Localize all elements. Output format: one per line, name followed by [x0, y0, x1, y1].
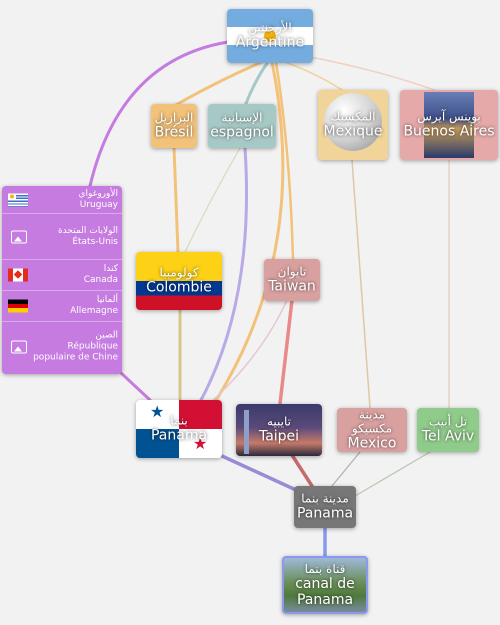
- edge-argentine-buenos-aires: [299, 54, 441, 93]
- edge-taiwan-panama: [199, 299, 288, 413]
- list-item-ar: الصين: [95, 330, 118, 341]
- node-label-ar: مدينة بنما: [301, 491, 349, 506]
- list-item-fr: Uruguay: [79, 199, 118, 210]
- node-label-ar: الإسبانية: [221, 110, 263, 125]
- edge-argentine-taiwan: [274, 60, 295, 262]
- node-panama[interactable]: ★ ★ بنما Panama: [136, 400, 222, 458]
- germany-flag-icon: [8, 299, 28, 313]
- node-label-fr: Mexico: [347, 435, 397, 452]
- node-label-ar: المكسيك: [330, 109, 376, 124]
- node-tel-aviv[interactable]: تل أبيب Tel Aviv: [417, 408, 479, 452]
- edge-taipei-panama-city: [290, 453, 314, 488]
- uruguay-flag-icon: [8, 193, 28, 206]
- node-taiwan[interactable]: تايوان Taiwan: [264, 259, 320, 301]
- edge-tel-aviv-panama-city: [354, 451, 431, 497]
- globe-icon: [324, 93, 382, 151]
- node-panama-city[interactable]: مدينة بنما Panama: [294, 486, 356, 528]
- list-item[interactable]: ألمانيا Allemagne: [2, 291, 122, 322]
- canada-flag-icon: [8, 268, 28, 282]
- edge-argentine-list: [88, 40, 230, 188]
- edge-espagnol-panama: [198, 146, 249, 404]
- list-item-ar: الأوروغواي: [78, 188, 118, 199]
- tower-icon: [244, 410, 249, 454]
- image-icon: [11, 340, 27, 354]
- node-mexique[interactable]: المكسيك Mexique: [318, 90, 388, 160]
- edge-argentine-bresil: [172, 60, 264, 108]
- sun-emblem-icon: [264, 30, 276, 42]
- node-colombie[interactable]: كولومبيا Colombie: [136, 252, 222, 310]
- edge-bresil-colombie: [172, 146, 180, 254]
- node-label-fr: Panama: [150, 427, 208, 444]
- node-label-ar: مدينة مكسيكو: [351, 408, 393, 436]
- node-label-ar: كولومبيا: [159, 265, 199, 280]
- node-label-fr: Mexique: [323, 123, 383, 140]
- edge-argentine-panama: [213, 60, 285, 404]
- list-item-ar: الولايات المتحدة: [57, 225, 118, 236]
- node-taipei[interactable]: تايبيه Taipei: [236, 404, 322, 456]
- node-label-ar: بنما: [170, 413, 188, 428]
- edge-mexique-mexico: [351, 159, 371, 409]
- edge-espagnol-colombie: [184, 147, 241, 253]
- node-label-fr: Buenos Aires: [403, 123, 495, 140]
- node-buenos-aires[interactable]: بوينس آيرس Buenos Aires: [400, 90, 498, 160]
- list-item-fr: Canada: [83, 275, 118, 285]
- node-label-fr: Tel Aviv: [421, 428, 475, 445]
- node-argentine[interactable]: الأرجنتين Argentine: [227, 9, 313, 63]
- node-label-ar: قناة بنما: [304, 562, 346, 576]
- node-label-ar: البرازيل: [154, 110, 194, 125]
- node-mexico[interactable]: مدينة مكسيكو Mexico: [337, 408, 407, 452]
- edge-argentine-espagnol: [243, 60, 270, 108]
- list-item[interactable]: الأوروغواي Uruguay: [2, 186, 122, 214]
- node-label-fr: Colombie: [146, 279, 212, 296]
- node-label-fr: Taiwan: [268, 278, 316, 295]
- panama-flag-icon: ★ ★: [136, 400, 222, 458]
- edge-panama-panama-city: [220, 454, 298, 492]
- list-item[interactable]: الولايات المتحدة États-Unis: [2, 214, 122, 260]
- edge-mexico-panama-city: [331, 451, 361, 487]
- node-canal-de-panama[interactable]: قناة بنما canal de Panama: [282, 556, 368, 614]
- node-label-fr: Panama: [296, 505, 354, 522]
- list-item-fr: Allemagne: [70, 306, 118, 316]
- list-item-fr: République populaire de Chine: [33, 341, 118, 363]
- node-bresil[interactable]: البرازيل Brésil: [151, 104, 197, 148]
- image-icon: [11, 230, 27, 243]
- node-label-fr: Taipei: [258, 428, 300, 445]
- list-item-ar: ألمانيا: [96, 295, 118, 305]
- edge-taiwan-taipei: [278, 298, 294, 406]
- node-label-fr: Argentine: [235, 34, 305, 51]
- node-espagnol[interactable]: الإسبانية espagnol: [208, 104, 276, 148]
- node-label-ar: الأرجنتين: [248, 20, 292, 35]
- list-item-fr: États-Unis: [72, 236, 118, 247]
- edge-list-panama: [118, 370, 152, 402]
- node-label-fr: Brésil: [154, 124, 194, 141]
- node-label-fr: espagnol: [210, 124, 274, 141]
- node-label-fr: canal de Panama: [295, 576, 355, 608]
- node-label-ar: تل أبيب: [428, 414, 468, 429]
- list-item[interactable]: كندا Canada: [2, 260, 122, 291]
- node-label-ar: تايوان: [277, 264, 307, 279]
- list-item[interactable]: الصين République populaire de Chine: [2, 322, 122, 372]
- node-label-ar: بوينس آيرس: [417, 109, 481, 124]
- list-item-ar: كندا: [103, 264, 118, 274]
- edge-argentine-mexique: [284, 61, 346, 93]
- node-label-ar: تايبيه: [266, 414, 291, 429]
- city-photo-icon: [424, 92, 474, 158]
- country-list: الأوروغواي Uruguay الولايات المتحدة État…: [2, 186, 122, 374]
